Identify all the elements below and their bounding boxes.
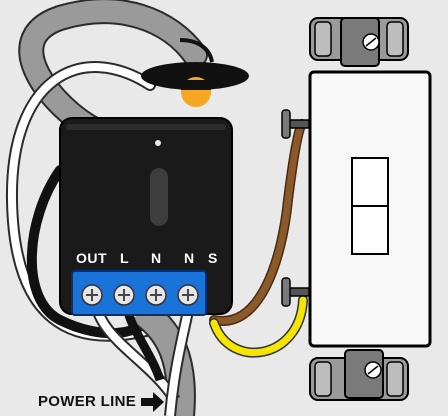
terminal-block <box>71 270 207 316</box>
power-line-label: POWER LINE <box>38 393 137 410</box>
terminal-label-out: OUT <box>76 250 108 266</box>
terminal-label-l: L <box>120 250 130 266</box>
terminal-label-n2: N <box>184 250 195 266</box>
lamp-cord <box>179 38 214 63</box>
switch-screw-bottom <box>281 277 310 307</box>
switch-screw-top <box>281 109 310 139</box>
module-button <box>150 168 168 226</box>
status-led <box>155 140 161 146</box>
terminal-label-n: N <box>151 250 162 266</box>
right-arrow-icon <box>141 392 164 412</box>
terminal-label-s: S <box>208 250 218 266</box>
